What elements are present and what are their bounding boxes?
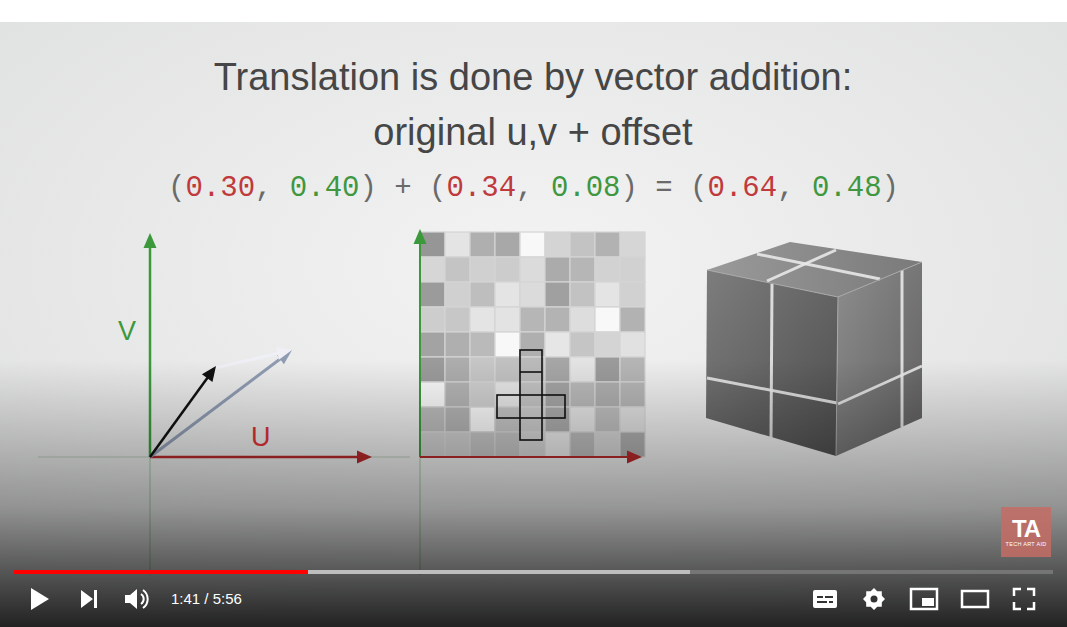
top-strip xyxy=(0,0,1067,22)
volume-wave xyxy=(141,594,144,604)
volume-icon xyxy=(125,589,137,609)
equation-term: ) xyxy=(882,171,899,207)
texture-cell xyxy=(620,257,645,282)
subtitles-line xyxy=(829,601,833,603)
equation-term: 0.48 xyxy=(812,171,882,207)
texture-cell xyxy=(570,257,595,282)
settings-icon xyxy=(863,588,885,610)
progress-track xyxy=(14,570,1053,574)
texture-cell xyxy=(595,307,620,332)
texture-cell xyxy=(420,307,445,332)
v-axis-head xyxy=(144,233,157,248)
progress-loaded xyxy=(14,570,690,574)
texture-cell xyxy=(520,307,545,332)
texture-cell xyxy=(545,307,570,332)
texture-cell xyxy=(495,232,520,257)
subtitles-line xyxy=(817,596,823,598)
logo-mark: TA xyxy=(1012,517,1040,541)
equation-term: = xyxy=(655,171,672,207)
player-shade xyxy=(0,360,1067,627)
texture-cell xyxy=(570,282,595,307)
texture-cell xyxy=(545,282,570,307)
texture-cell xyxy=(420,282,445,307)
equation-term: , xyxy=(516,171,533,207)
texture-cell xyxy=(545,232,570,257)
subtitles-line xyxy=(817,601,827,603)
theater-icon xyxy=(962,591,988,607)
progress-played xyxy=(14,570,308,574)
equation-term: , xyxy=(255,171,272,207)
equation-row: (0.30, 0.40) + (0.34, 0.08) = (0.64, 0.48) xyxy=(0,171,1067,207)
texture-cell xyxy=(595,332,620,357)
player-controls xyxy=(31,588,1034,610)
subtitles-line xyxy=(825,596,833,598)
equation-term: ( xyxy=(168,171,185,207)
slide-background xyxy=(0,22,1067,627)
texture-cell xyxy=(620,232,645,257)
next-icon-bar xyxy=(94,590,97,608)
texture-cell xyxy=(420,332,445,357)
axis-label: V xyxy=(118,315,136,347)
cube-stripe xyxy=(767,250,836,281)
equation-term: 0.30 xyxy=(185,171,255,207)
texture-cell xyxy=(595,232,620,257)
equation-term: 0.08 xyxy=(551,171,621,207)
equation-term: 0.40 xyxy=(290,171,360,207)
texture-cell xyxy=(420,232,445,257)
texture-cell xyxy=(445,257,470,282)
volume-wave xyxy=(143,590,148,608)
fullscreen-icon xyxy=(1014,589,1034,609)
texture-cell xyxy=(495,307,520,332)
texture-cell xyxy=(445,282,470,307)
texture-cell xyxy=(445,332,470,357)
cube-edge xyxy=(707,262,922,297)
axis-label: U xyxy=(251,421,271,453)
texture-cell xyxy=(520,257,545,282)
play-icon xyxy=(31,588,49,610)
equation-term: ) xyxy=(621,171,638,207)
texture-cell xyxy=(570,332,595,357)
texture-cell xyxy=(445,307,470,332)
logo-caption: TECH ART AID xyxy=(1006,541,1047,548)
offset-vector-head xyxy=(276,347,292,360)
texture-cell xyxy=(470,232,495,257)
texture-cell xyxy=(520,282,545,307)
texture-cell xyxy=(470,307,495,332)
texture-cell xyxy=(570,232,595,257)
texture-cell xyxy=(620,282,645,307)
equation-term: , xyxy=(777,171,794,207)
texture-cell xyxy=(620,307,645,332)
texture-cell xyxy=(470,332,495,357)
texture-cell xyxy=(470,282,495,307)
texture-cell xyxy=(445,232,470,257)
equation-term: 0.64 xyxy=(708,171,778,207)
texture-cell xyxy=(495,282,520,307)
next-icon xyxy=(81,590,93,608)
equation-term: 0.34 xyxy=(446,171,516,207)
equation-term: ( xyxy=(690,171,707,207)
texture-cell xyxy=(520,232,545,257)
texture-cell xyxy=(470,257,495,282)
equation-term: + xyxy=(394,171,411,207)
texture-cell xyxy=(495,257,520,282)
texture-cell xyxy=(545,332,570,357)
subtitles-icon xyxy=(813,590,837,608)
texture-v-axis-head xyxy=(414,229,427,244)
settings-hole xyxy=(871,596,878,603)
equation-term: ( xyxy=(429,171,446,207)
texture-cell xyxy=(545,257,570,282)
equation-term: ) xyxy=(359,171,376,207)
time-display: 1:41 / 5:56 xyxy=(171,590,242,608)
miniplayer-inner xyxy=(922,598,934,606)
miniplayer-icon xyxy=(911,589,937,609)
texture-cell xyxy=(570,307,595,332)
texture-cell xyxy=(620,332,645,357)
texture-cell xyxy=(495,332,520,357)
texture-cell xyxy=(595,257,620,282)
texture-cell xyxy=(420,257,445,282)
texture-cell xyxy=(595,282,620,307)
slide-title: Translation is done by vector addition: … xyxy=(153,50,913,160)
logo-badge: TATECH ART AID xyxy=(1001,507,1051,557)
